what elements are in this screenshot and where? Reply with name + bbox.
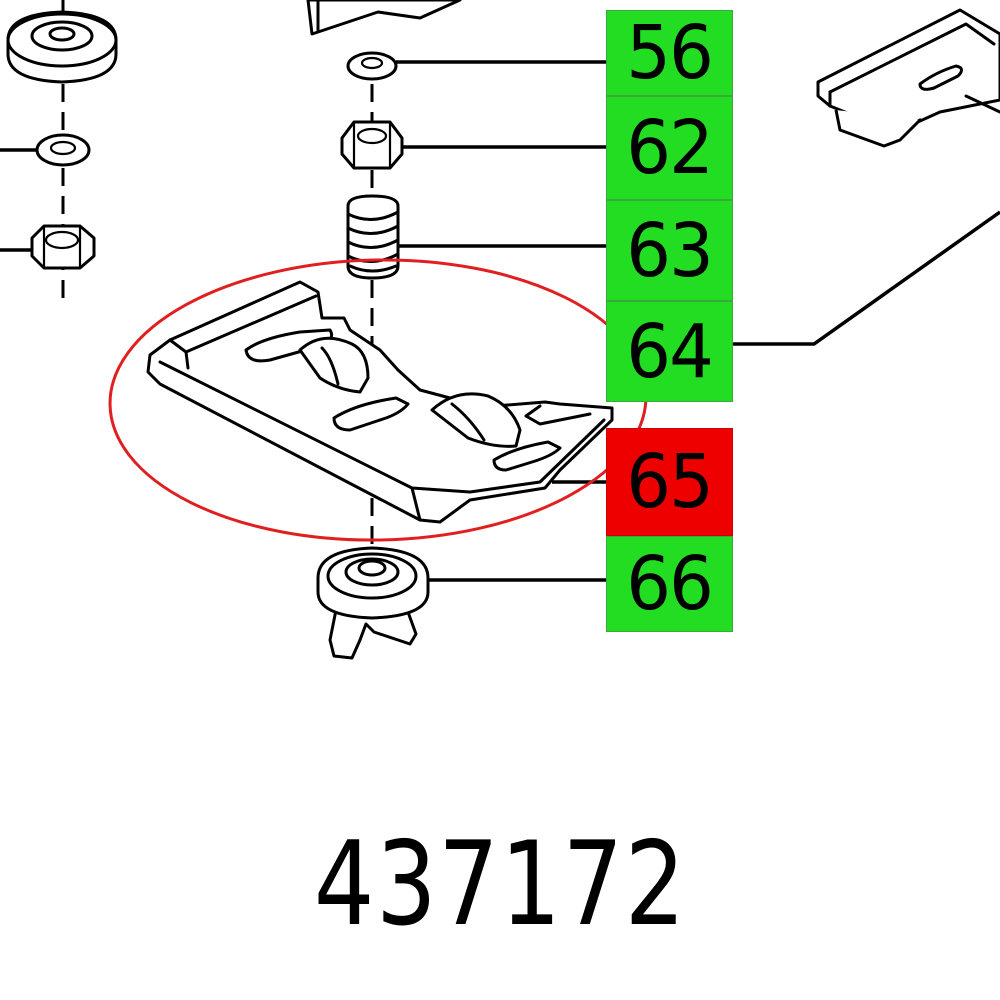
part-label-65[interactable]: 65 xyxy=(606,428,733,536)
part-label-56[interactable]: 56 xyxy=(606,10,733,96)
washer-icon xyxy=(6,10,118,84)
part-label-66[interactable]: 66 xyxy=(606,536,733,632)
bracket-icon xyxy=(816,8,1000,148)
hex-nut-icon xyxy=(30,224,96,270)
top-plate-fragment xyxy=(306,0,462,36)
wing-knob-icon xyxy=(316,546,430,660)
spring-icon xyxy=(346,194,400,280)
article-number: 437172 xyxy=(313,817,687,952)
hex-nut-62-icon xyxy=(340,120,404,170)
part-label-63[interactable]: 63 xyxy=(606,200,733,301)
washer-56-icon xyxy=(346,51,398,81)
part-label-64[interactable]: 64 xyxy=(606,301,733,402)
left-assembly xyxy=(0,0,118,300)
small-washer-icon xyxy=(35,133,91,167)
part-label-62[interactable]: 62 xyxy=(606,96,733,200)
slide-plate-icon xyxy=(146,280,614,524)
